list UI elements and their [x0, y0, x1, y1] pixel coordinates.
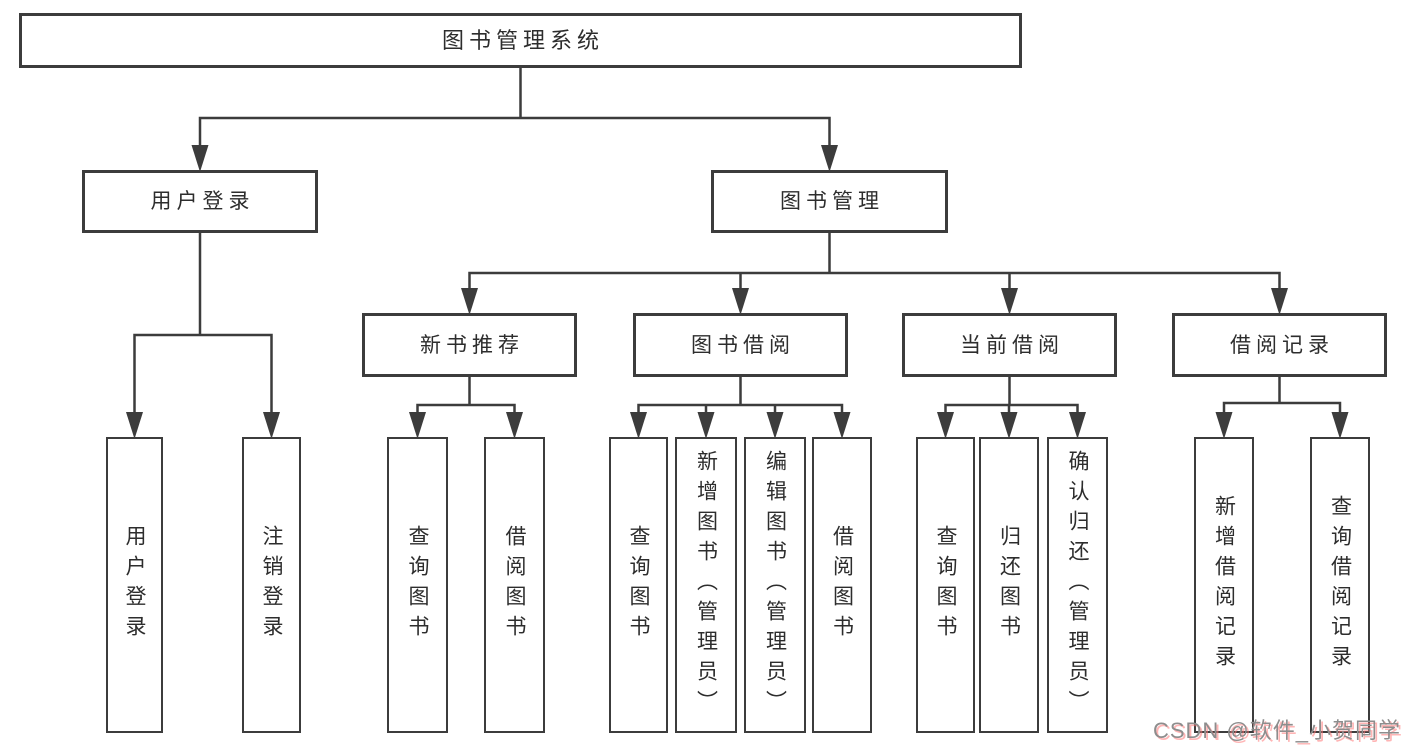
node-label: 图书借阅 — [691, 333, 795, 357]
node-label: 借阅记录 — [1230, 333, 1334, 357]
node-label: 借阅图书 — [503, 525, 526, 645]
node-label: 用户登录 — [150, 190, 255, 213]
node-label: 查询图书 — [934, 525, 957, 645]
diagram-node-leaf-bw-edit: 编辑图书（管理员） — [744, 437, 806, 733]
diagram-node-leaf-rec-query: 查询借阅记录 — [1310, 437, 1370, 733]
node-label: 图书管理系统 — [441, 27, 604, 53]
node-label: 当前借阅 — [960, 333, 1064, 357]
diagram-node-leaf-nb-query: 查询图书 — [387, 437, 448, 733]
diagram-node-leaf-cur-confirm: 确认归还（管理员） — [1047, 437, 1108, 733]
diagram-node-leaf-bw-add: 新增图书（管理员） — [675, 437, 737, 733]
node-label: 注销登录 — [260, 525, 283, 645]
watermark: CSDN @软件_小贺同学 — [1152, 718, 1401, 743]
node-label: 查询图书 — [627, 525, 650, 645]
diagram-node-leaf-rec-add: 新增借阅记录 — [1194, 437, 1254, 733]
diagram-node-root: 图书管理系统 — [19, 13, 1022, 68]
diagram-node-leaf-nb-borrow: 借阅图书 — [484, 437, 545, 733]
node-label: 编辑图书（管理员） — [763, 450, 787, 720]
node-label: 新增图书（管理员） — [694, 450, 718, 720]
diagram-node-book-mgmt: 图书管理 — [711, 170, 948, 233]
diagram-node-current-borrow: 当前借阅 — [902, 313, 1117, 377]
node-label: 归还图书 — [997, 525, 1021, 645]
diagram-node-leaf-cur-query: 查询图书 — [916, 437, 975, 733]
diagram-node-new-books: 新书推荐 — [362, 313, 577, 377]
node-label: 新书推荐 — [420, 333, 524, 357]
node-label: 确认归还（管理员） — [1066, 450, 1089, 720]
node-label: 图书管理 — [780, 190, 884, 213]
node-label: 用户登录 — [123, 525, 146, 645]
node-label: 新增借阅记录 — [1212, 495, 1236, 675]
node-label: 借阅图书 — [830, 525, 854, 645]
diagram-node-book-borrow: 图书借阅 — [633, 313, 848, 377]
node-label: 查询图书 — [406, 525, 429, 645]
diagram-node-leaf-bw-borrow: 借阅图书 — [812, 437, 872, 733]
diagram-node-leaf-cur-return: 归还图书 — [979, 437, 1039, 733]
diagram-node-leaf-bw-query: 查询图书 — [609, 437, 668, 733]
node-label: 查询借阅记录 — [1328, 495, 1352, 675]
diagram-node-user-login: 用户登录 — [82, 170, 318, 233]
diagram-node-leaf-user-login: 用户登录 — [106, 437, 163, 733]
diagram-node-borrow-records: 借阅记录 — [1172, 313, 1387, 377]
diagram-node-leaf-logout: 注销登录 — [242, 437, 301, 733]
